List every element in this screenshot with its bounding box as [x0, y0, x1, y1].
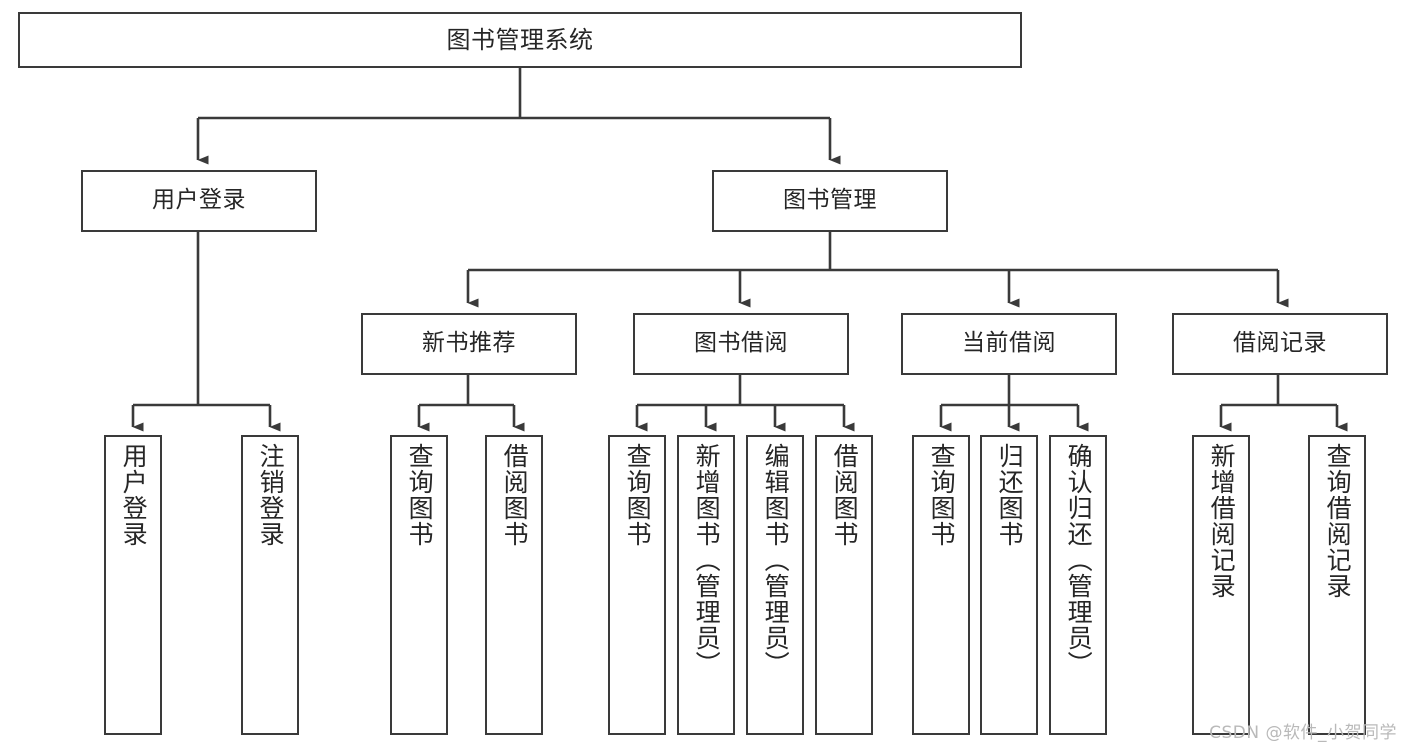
node-leaf-current-confirm-return-admin[interactable]: 确认归还（管理员） — [1049, 435, 1107, 735]
node-book-management[interactable]: 图书管理 — [712, 170, 948, 232]
node-new-book-recommendation[interactable]: 新书推荐 — [361, 313, 577, 375]
node-root-book-management-system[interactable]: 图书管理系统 — [18, 12, 1022, 68]
node-leaf-new-book-query[interactable]: 查询图书 — [390, 435, 448, 735]
node-label: 归还图书 — [995, 443, 1025, 547]
node-leaf-borrow-query-book[interactable]: 查询图书 — [608, 435, 666, 735]
node-label: 新增借阅记录 — [1207, 443, 1237, 599]
node-label: 查询借阅记录 — [1323, 443, 1353, 599]
node-leaf-record-query-record[interactable]: 查询借阅记录 — [1308, 435, 1366, 735]
node-label: 注销登录 — [256, 443, 286, 547]
node-label: 借阅图书 — [500, 443, 530, 547]
node-label: 编辑图书（管理员） — [761, 443, 791, 677]
node-leaf-current-query-book[interactable]: 查询图书 — [912, 435, 970, 735]
node-label: 新增图书（管理员） — [692, 443, 722, 677]
node-book-borrowing[interactable]: 图书借阅 — [633, 313, 849, 375]
node-label: 用户登录 — [119, 443, 149, 547]
node-leaf-record-add-record[interactable]: 新增借阅记录 — [1192, 435, 1250, 735]
node-current-borrowing[interactable]: 当前借阅 — [901, 313, 1117, 375]
node-label: 图书管理 — [783, 187, 877, 214]
node-label: 新书推荐 — [422, 330, 516, 357]
node-label: 图书管理系统 — [446, 25, 594, 54]
node-label: 用户登录 — [152, 187, 246, 214]
node-leaf-borrow-add-book-admin[interactable]: 新增图书（管理员） — [677, 435, 735, 735]
watermark-text: CSDN @软件_小贺同学 — [1209, 723, 1397, 743]
node-label: 查询图书 — [927, 443, 957, 547]
node-label: 借阅图书 — [830, 443, 860, 547]
node-leaf-user-login-logout[interactable]: 注销登录 — [241, 435, 299, 735]
node-label: 查询图书 — [623, 443, 653, 547]
node-label: 借阅记录 — [1233, 330, 1327, 357]
node-label: 当前借阅 — [962, 330, 1056, 357]
node-leaf-new-book-borrow[interactable]: 借阅图书 — [485, 435, 543, 735]
node-label: 查询图书 — [405, 443, 435, 547]
node-label: 确认归还（管理员） — [1064, 443, 1094, 677]
node-borrow-records[interactable]: 借阅记录 — [1172, 313, 1388, 375]
node-user-login[interactable]: 用户登录 — [81, 170, 317, 232]
node-leaf-borrow-borrow-book[interactable]: 借阅图书 — [815, 435, 873, 735]
node-label: 图书借阅 — [694, 330, 788, 357]
node-leaf-borrow-edit-book-admin[interactable]: 编辑图书（管理员） — [746, 435, 804, 735]
node-leaf-current-return-book[interactable]: 归还图书 — [980, 435, 1038, 735]
node-leaf-user-login-login[interactable]: 用户登录 — [104, 435, 162, 735]
